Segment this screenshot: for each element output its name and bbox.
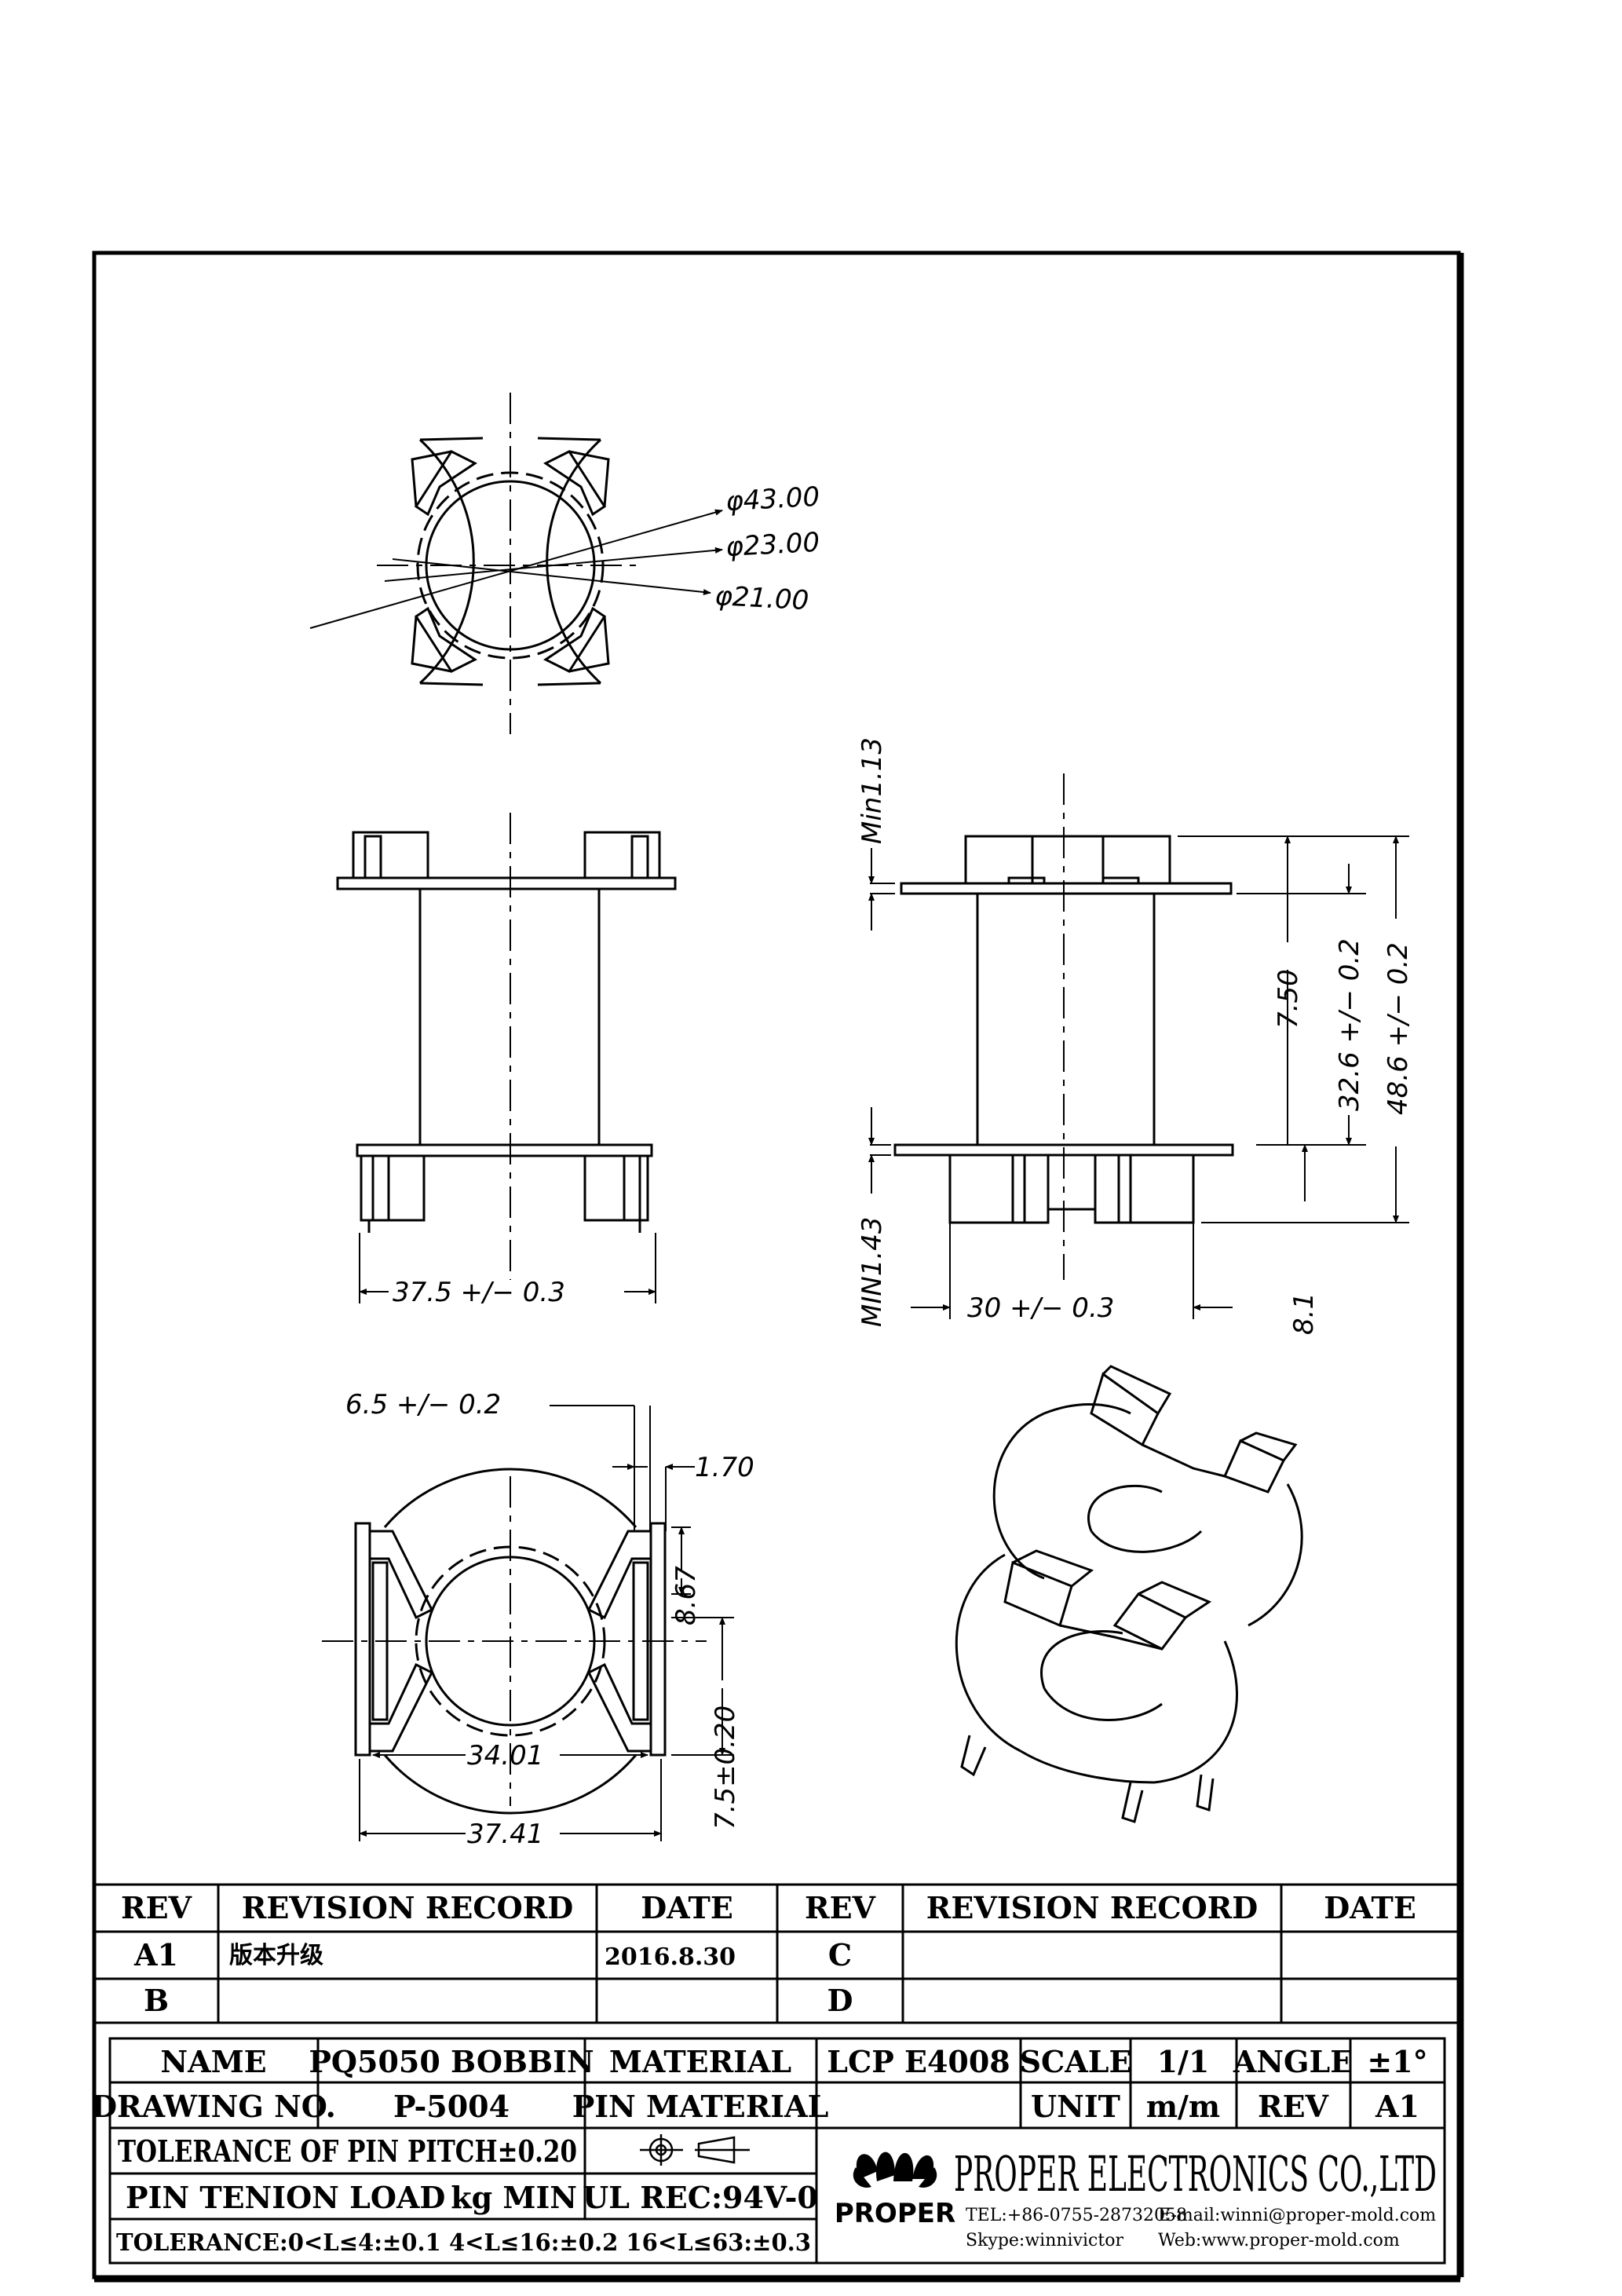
- rev-row1-rev2: C: [828, 1937, 852, 1972]
- dim-min-top: Min1.13: [857, 737, 888, 844]
- dim-bore-diameter: φ21.00: [714, 580, 810, 616]
- projection-symbol-icon: [640, 2134, 750, 2166]
- front-view: [336, 813, 677, 1303]
- dim-min-bottom: MIN1.43: [857, 1217, 888, 1328]
- title-block: [108, 2037, 1446, 2265]
- dim-flange-width: 6.5 +/− 0.2: [345, 1389, 501, 1420]
- rev-row2-rev2: D: [827, 1983, 853, 2018]
- drawing-no-label: DRAWING NO.: [91, 2089, 336, 2124]
- rev-header-record2: REVISION RECORD: [926, 1890, 1259, 1925]
- rev-header-record: REVISION RECORD: [242, 1890, 574, 1925]
- rev-row1-rev: A1: [133, 1937, 178, 1972]
- unit-value: m/m: [1146, 2089, 1220, 2124]
- dim-pin-length: 8.1: [1288, 1292, 1320, 1335]
- dim-front-width: 37.5 +/− 0.3: [393, 1277, 565, 1308]
- scale-label: SCALE: [1020, 2044, 1132, 2079]
- company-name: PROPER ELECTRONICS CO.,LTD: [954, 2145, 1437, 2203]
- material-value: LCP E4008: [827, 2044, 1010, 2079]
- angle-label: ANGLE: [1233, 2044, 1353, 2079]
- dim-inner-diameter: φ23.00: [725, 527, 820, 563]
- ul-rec: UL REC:94V-0: [583, 2180, 818, 2215]
- unit-label: UNIT: [1031, 2089, 1120, 2124]
- dim-side-width: 30 +/− 0.3: [967, 1292, 1114, 1324]
- company-tel: TEL:+86-0755-28732058: [966, 2206, 1187, 2225]
- rev-header-date: DATE: [641, 1890, 733, 1925]
- dim-tab-thickness: 1.70: [695, 1452, 754, 1483]
- company-logo-text: PROPER: [835, 2198, 955, 2229]
- rev-row1-record: 版本升级: [229, 1942, 323, 1969]
- pin-material-label: PIN MATERIAL: [572, 2089, 829, 2124]
- rev-row2-rev: B: [144, 1983, 169, 2018]
- rev-header-rev2: REV: [805, 1890, 877, 1925]
- rev-value: A1: [1375, 2089, 1419, 2124]
- dim-outer-diameter: φ43.00: [725, 481, 820, 517]
- top-view: [309, 393, 723, 734]
- name-label: NAME: [160, 2044, 266, 2079]
- isometric-view: [955, 1365, 1303, 1823]
- material-label: MATERIAL: [609, 2044, 791, 2079]
- scale-value: 1/1: [1157, 2044, 1210, 2079]
- dim-tab-height: 8.67: [670, 1566, 702, 1625]
- company-web: Web:www.proper-mold.com: [1158, 2231, 1400, 2250]
- side-view: [868, 773, 1409, 1319]
- company-skype: Skype:winnivictor: [966, 2231, 1123, 2250]
- pin-tension-unit: kg MIN: [451, 2180, 577, 2215]
- angle-value: ±1°: [1367, 2044, 1427, 2079]
- pin-pitch-tolerance: TOLERANCE OF PIN PITCH±0.20: [118, 2133, 577, 2169]
- rev-header-date2: DATE: [1324, 1890, 1416, 1925]
- bottom-view: [322, 1405, 734, 1841]
- drawing-no-value: P-5004: [393, 2089, 510, 2124]
- rev-header-rev: REV: [121, 1890, 193, 1925]
- name-value: PQ5050 BOBBIN: [309, 2044, 594, 2079]
- general-tolerance: TOLERANCE:0<L≤4:±0.1 4<L≤16:±0.2 16<L≤63…: [116, 2229, 811, 2257]
- rev-row1-date: 2016.8.30: [605, 1943, 736, 1971]
- dim-inner-span: 34.01: [467, 1740, 543, 1771]
- revision-table: [94, 1883, 1459, 2024]
- rev-label: REV: [1258, 2089, 1330, 2124]
- company-email: E-mail:winni@proper-mold.com: [1158, 2206, 1436, 2225]
- dim-height-a: 7.50: [1273, 969, 1304, 1029]
- company-logo-icon: [853, 2152, 937, 2188]
- dim-pin-offset: 7.5±0.20: [710, 1706, 741, 1830]
- dim-outer-span: 37.41: [467, 1819, 543, 1850]
- dim-height-b: 32.6 +/− 0.2: [1334, 938, 1365, 1111]
- pin-tension-label: PIN TENION LOAD: [126, 2180, 445, 2215]
- dim-height-c: 48.6 +/− 0.2: [1383, 942, 1414, 1115]
